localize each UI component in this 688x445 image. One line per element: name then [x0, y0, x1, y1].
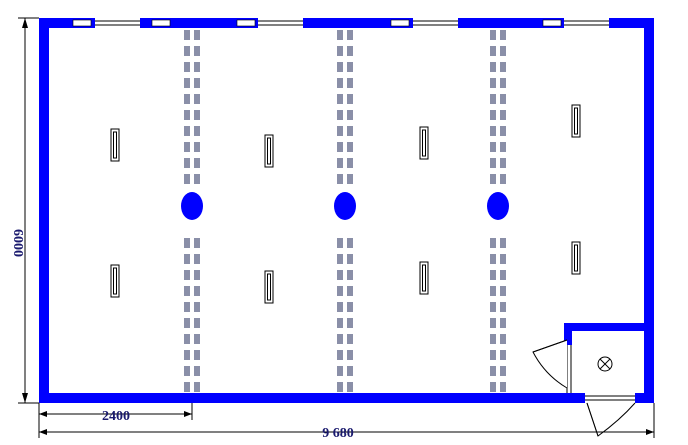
column-1 [181, 192, 203, 220]
wall-top [39, 18, 654, 28]
vestibule [532, 323, 646, 437]
wall-left [39, 18, 49, 403]
floor-panel-gap [343, 174, 347, 184]
door-swing-inner [532, 339, 568, 389]
floor-panel-gap [496, 302, 500, 312]
fixture [571, 104, 581, 138]
floor-panel-gap [190, 94, 194, 104]
floor-panel-gap [190, 350, 194, 360]
floor-panel-gap [190, 318, 194, 328]
circle-x-icon [597, 356, 613, 372]
fixtures [110, 104, 581, 304]
fixture [264, 270, 274, 304]
floor-panel-gap [343, 46, 347, 56]
top-windows [95, 18, 609, 28]
floor-panel-gap [496, 238, 500, 248]
floor-panel-gap [343, 238, 347, 248]
floor-panel-gap [496, 286, 500, 296]
floor-panel-gap [190, 126, 194, 136]
floor-panel-gap [343, 382, 347, 392]
floor-panel-gap [496, 254, 500, 264]
floor-panel-gap [496, 78, 500, 88]
wall-right [644, 18, 654, 403]
floor-panel-gap [190, 158, 194, 168]
floor-panel-gap [343, 94, 347, 104]
floor-panel-gap [190, 174, 194, 184]
floor-panel-gap [496, 350, 500, 360]
floor-panel-gap [496, 366, 500, 376]
floor-panel-gap [343, 254, 347, 264]
floor-panel-gap [496, 270, 500, 280]
segment-dimension-label: 2400 [102, 409, 130, 424]
floor-panel-gap [343, 142, 347, 152]
floor-panel-gap [496, 334, 500, 344]
door-swing-outer [586, 402, 636, 437]
floor-panel-gap [343, 110, 347, 120]
floor-panel-gap [496, 126, 500, 136]
floor-panel-gap [190, 30, 194, 40]
floor-panel-gap [190, 286, 194, 296]
floor-panel-gap [496, 142, 500, 152]
floor-panel-gap [190, 334, 194, 344]
window-frames [72, 19, 562, 27]
floor-panel-gap [190, 382, 194, 392]
floor-panel-gap [190, 46, 194, 56]
floor-panel-gap [190, 238, 194, 248]
floor-panel-gap [496, 110, 500, 120]
floor-panel-gap [190, 110, 194, 120]
fixture [110, 128, 120, 162]
fixture [110, 264, 120, 298]
floor-panel-gap [343, 158, 347, 168]
floor-panel-gap [496, 382, 500, 392]
floor-panel-gap [496, 158, 500, 168]
column-3 [487, 192, 509, 220]
floor-panel-gap [496, 174, 500, 184]
floor-panel-gap [190, 270, 194, 280]
floor-panel-gap [343, 78, 347, 88]
floor-panel-gap [190, 366, 194, 376]
floor-panel-gap [343, 286, 347, 296]
floor-strips [184, 30, 506, 392]
total-width-dimension-label: 9 680 [322, 426, 354, 441]
floor-panel-gap [343, 318, 347, 328]
fixture [264, 134, 274, 168]
floor-panel-gap [343, 366, 347, 376]
floor-panel-gap [190, 142, 194, 152]
outer-walls [39, 18, 654, 403]
floor-panel-gap [343, 350, 347, 360]
floor-panel-gap [496, 94, 500, 104]
floor-panel-gap [190, 254, 194, 264]
fixture [419, 126, 429, 160]
floor-panel-gap [496, 62, 500, 72]
floor-panel-gap [343, 126, 347, 136]
dimension-lines [18, 17, 655, 438]
floor-panel-gap [343, 30, 347, 40]
fixture [571, 241, 581, 275]
wall-bottom [39, 393, 654, 403]
height-dimension-label: 6000 [10, 229, 25, 257]
floor-panel-gap [190, 62, 194, 72]
dimension-arrows [22, 18, 654, 435]
floor-panel-gap [496, 46, 500, 56]
floor-panel-gap [343, 270, 347, 280]
floor-panel-gap [190, 302, 194, 312]
floor-panel-gap [343, 302, 347, 312]
fixture [419, 261, 429, 295]
column-2 [334, 192, 356, 220]
floor-panel-gap [496, 318, 500, 328]
floor-panel-gap [190, 78, 194, 88]
columns [181, 192, 509, 220]
floor-panel-gap [496, 30, 500, 40]
floor-panel-gap [343, 62, 347, 72]
floor-panel-gap [343, 334, 347, 344]
